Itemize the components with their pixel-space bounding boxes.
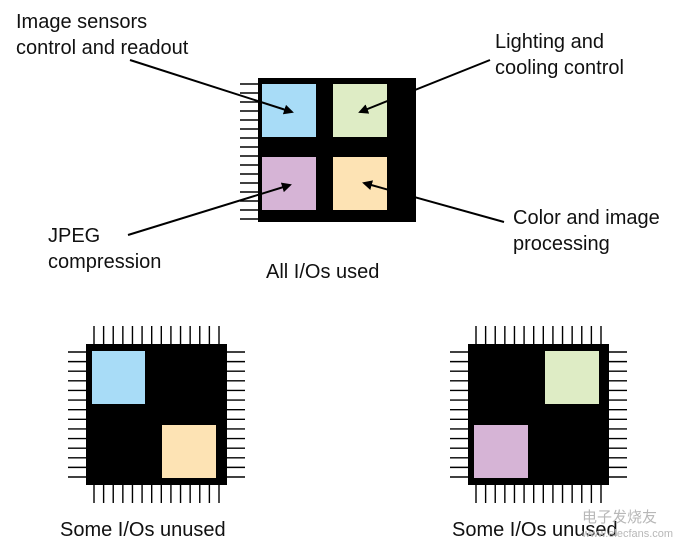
arrow-color-image (362, 180, 505, 223)
chip-pins (68, 326, 245, 503)
block-jpeg (262, 157, 316, 210)
label-jpeg-line1: JPEG (48, 225, 101, 247)
block-image-sensors (92, 351, 145, 404)
label-image-sensors-line1: Image sensors (16, 11, 148, 33)
chip-pins-left (240, 83, 258, 220)
chip-some-ios-unused-left (68, 326, 245, 503)
block-color-image (162, 425, 216, 478)
block-jpeg (474, 425, 528, 478)
label-image-sensors-line2: control and readout (16, 37, 189, 59)
arrow-image-sensors (129, 59, 294, 115)
label-jpeg-line2: compression (48, 251, 162, 273)
caption-some-ios-unused-right: Some I/Os unused (452, 519, 618, 541)
chip-pins (450, 326, 627, 503)
block-lighting-cooling (333, 84, 387, 137)
block-color-image (333, 157, 387, 210)
watermark-site: www.elecfans.com (582, 528, 674, 540)
label-color-image-line1: Color and image (513, 207, 660, 229)
chip-all-ios-used (240, 78, 416, 222)
label-lighting-line2: cooling control (495, 57, 624, 79)
caption-all-ios-used: All I/Os used (266, 261, 380, 283)
watermark-logo-text: 电子发烧友 (582, 509, 658, 526)
caption-some-ios-unused-left: Some I/Os unused (60, 519, 226, 541)
chip-some-ios-unused-right (450, 326, 627, 503)
block-lighting-cooling (545, 351, 599, 404)
label-color-image-line2: processing (513, 233, 610, 255)
arrow-jpeg (127, 182, 292, 236)
label-lighting-line1: Lighting and (495, 31, 604, 53)
arrow-lighting (358, 59, 491, 114)
